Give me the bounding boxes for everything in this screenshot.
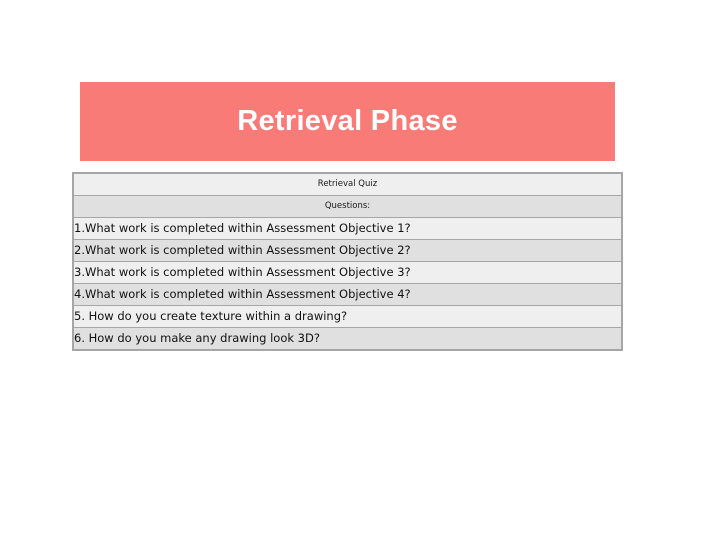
table-row: 2.What work is completed within Assessme… — [72, 239, 623, 262]
retrieval-quiz-table: Retrieval Quiz Questions: 1.What work is… — [72, 172, 623, 351]
quiz-title-cell: Retrieval Quiz — [72, 172, 623, 196]
question-cell-4: 4.What work is completed within Assessme… — [72, 283, 623, 306]
title-banner: Retrieval Phase — [80, 82, 615, 161]
question-cell-1: 1.What work is completed within Assessme… — [72, 217, 623, 240]
questions-label-cell: Questions: — [72, 195, 623, 218]
table-row: 3.What work is completed within Assessme… — [72, 261, 623, 284]
table-row: 1.What work is completed within Assessme… — [72, 217, 623, 240]
page-title: Retrieval Phase — [237, 105, 458, 137]
question-cell-3: 3.What work is completed within Assessme… — [72, 261, 623, 284]
question-cell-2: 2.What work is completed within Assessme… — [72, 239, 623, 262]
table-row: 6. How do you make any drawing look 3D? — [72, 327, 623, 351]
question-cell-6: 6. How do you make any drawing look 3D? — [72, 327, 623, 351]
table-row: Retrieval Quiz — [72, 172, 623, 196]
table-row: 4.What work is completed within Assessme… — [72, 283, 623, 306]
table-row: Questions: — [72, 195, 623, 218]
question-cell-5: 5. How do you create texture within a dr… — [72, 305, 623, 328]
table-row: 5. How do you create texture within a dr… — [72, 305, 623, 328]
